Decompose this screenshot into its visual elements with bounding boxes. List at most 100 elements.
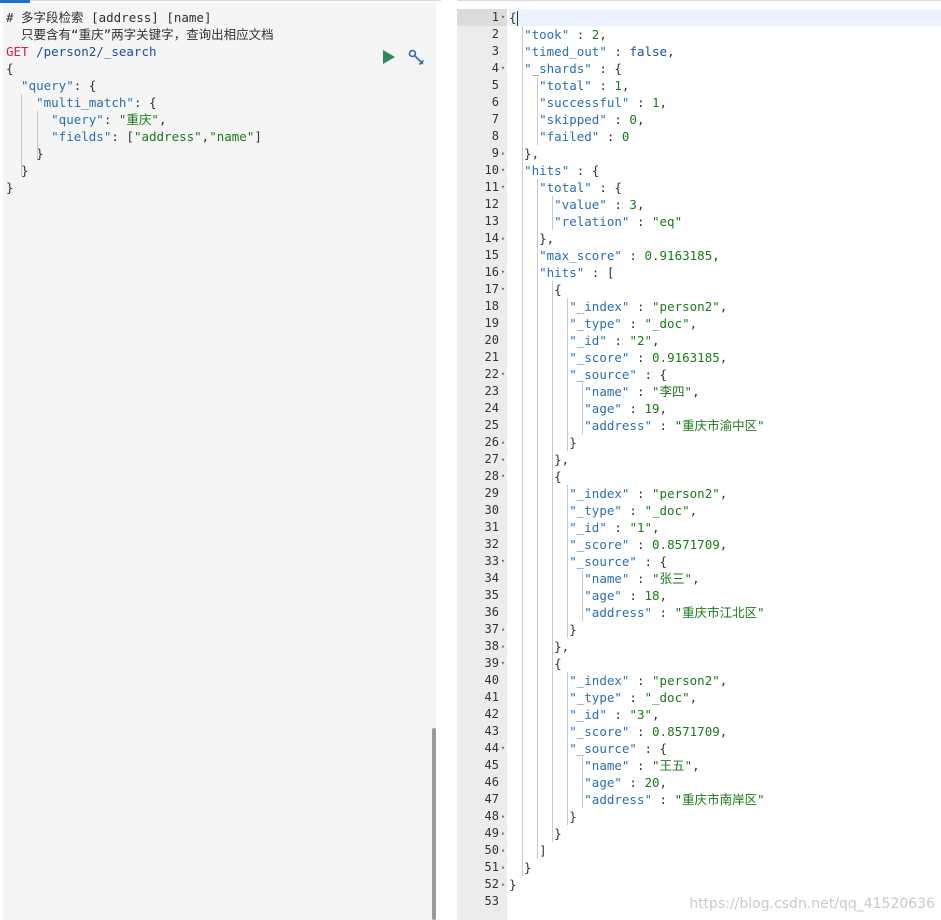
fold-expand-icon[interactable]: ▴ bbox=[500, 455, 506, 463]
pane-resizer[interactable] bbox=[441, 0, 457, 920]
run-button[interactable] bbox=[381, 49, 397, 65]
fold-expand-icon[interactable]: ▴ bbox=[500, 863, 506, 871]
json-punctuation bbox=[509, 129, 539, 144]
line-number-text: 41 bbox=[484, 690, 499, 704]
json-punctuation: , bbox=[692, 758, 700, 773]
fold-collapse-icon[interactable]: ▾ bbox=[500, 13, 506, 21]
text-cursor bbox=[516, 11, 518, 26]
line-number-text: 35 bbox=[484, 588, 499, 602]
line-number-text: 22 bbox=[484, 367, 499, 381]
json-boolean: false bbox=[629, 44, 668, 59]
fold-expand-icon[interactable]: ▴ bbox=[500, 149, 506, 157]
fold-collapse-icon[interactable]: ▾ bbox=[500, 370, 506, 378]
json-string: "重庆市渝中区" bbox=[674, 418, 765, 433]
json-key: "total" bbox=[539, 180, 592, 195]
line-number: 48▴ bbox=[457, 808, 507, 825]
request-code[interactable]: # 多字段检索 [address] [name] 只要含有“重庆”两字关键字，查… bbox=[6, 9, 274, 196]
json-number: 0 bbox=[629, 112, 637, 127]
json-punctuation: : bbox=[621, 401, 645, 416]
json-punctuation: } bbox=[509, 826, 562, 841]
line-number-text: 2 bbox=[491, 27, 499, 41]
fold-collapse-icon[interactable]: ▾ bbox=[500, 659, 506, 667]
line-number: 42 bbox=[457, 706, 507, 723]
response-line: "hits" : [ bbox=[509, 264, 941, 281]
response-line: } bbox=[509, 859, 941, 876]
json-punctuation: , bbox=[719, 350, 728, 365]
line-number: 21 bbox=[457, 349, 507, 366]
json-key: "fields" bbox=[6, 129, 112, 144]
fold-expand-icon[interactable]: ▴ bbox=[500, 625, 506, 633]
line-number: 15 bbox=[457, 247, 507, 264]
json-punctuation bbox=[509, 690, 569, 705]
json-key: "_index" bbox=[569, 299, 630, 314]
fold-expand-icon[interactable]: ▴ bbox=[500, 438, 506, 446]
line-number-text: 49 bbox=[484, 826, 499, 840]
fold-collapse-icon[interactable]: ▾ bbox=[500, 166, 506, 174]
request-settings-button[interactable] bbox=[407, 48, 425, 66]
line-number: 5 bbox=[457, 77, 507, 94]
json-punctuation: , bbox=[719, 299, 728, 314]
json-punctuation bbox=[509, 775, 584, 790]
json-punctuation: , bbox=[692, 571, 700, 586]
line-number-text: 47 bbox=[484, 792, 499, 806]
fold-collapse-icon[interactable]: ▾ bbox=[500, 744, 506, 752]
fold-expand-icon[interactable]: ▴ bbox=[500, 846, 506, 854]
fold-collapse-icon[interactable]: ▾ bbox=[500, 268, 506, 276]
response-code[interactable]: { "took" : 2, "timed_out" : false, "_sha… bbox=[509, 9, 941, 910]
indent-guide bbox=[537, 179, 539, 859]
fold-collapse-icon[interactable]: ▾ bbox=[500, 64, 506, 72]
fold-expand-icon[interactable]: ▴ bbox=[500, 829, 506, 837]
json-punctuation: , bbox=[667, 44, 675, 59]
json-punctuation bbox=[509, 265, 539, 280]
response-line: { bbox=[509, 281, 941, 298]
fold-expand-icon[interactable]: ▴ bbox=[500, 812, 506, 820]
json-punctuation: : bbox=[606, 333, 630, 348]
fold-collapse-icon[interactable]: ▾ bbox=[500, 285, 506, 293]
indent-guide bbox=[537, 77, 539, 145]
json-punctuation: : bbox=[629, 384, 652, 399]
json-key: "age" bbox=[584, 588, 622, 603]
line-number-text: 7 bbox=[491, 112, 499, 126]
response-line: "_index" : "person2", bbox=[509, 298, 941, 315]
json-punctuation: : bbox=[629, 350, 653, 365]
request-scrollbar[interactable] bbox=[432, 728, 436, 920]
fold-expand-icon[interactable]: ▴ bbox=[500, 234, 506, 242]
response-line: "name" : "张三", bbox=[509, 570, 941, 587]
fold-expand-icon[interactable]: ▴ bbox=[500, 880, 506, 888]
request-editor[interactable]: # 多字段检索 [address] [name] 只要含有“重庆”两字关键字，查… bbox=[3, 3, 436, 920]
json-punctuation: , bbox=[719, 673, 728, 688]
response-line: "_score" : 0.8571709, bbox=[509, 536, 941, 553]
fold-collapse-icon[interactable]: ▾ bbox=[500, 183, 506, 191]
json-punctuation: : bbox=[621, 503, 645, 518]
json-punctuation: : { bbox=[569, 163, 600, 178]
json-string: "李四" bbox=[652, 384, 693, 399]
json-punctuation: ] bbox=[254, 129, 262, 144]
json-key: "_score" bbox=[569, 350, 630, 365]
json-number: 19 bbox=[644, 401, 660, 416]
json-punctuation: : [ bbox=[584, 265, 615, 280]
json-punctuation: , bbox=[201, 129, 210, 144]
fold-collapse-icon[interactable]: ▾ bbox=[500, 557, 506, 565]
json-punctuation: : { bbox=[591, 61, 622, 76]
request-body-line: "query": { bbox=[6, 77, 274, 94]
json-key: "_type" bbox=[569, 316, 622, 331]
request-path: /person2/_search bbox=[28, 44, 157, 59]
response-line: }, bbox=[509, 230, 941, 247]
line-number: 38▴ bbox=[457, 638, 507, 655]
json-punctuation bbox=[509, 248, 539, 263]
response-line: "_source" : { bbox=[509, 366, 941, 383]
json-punctuation: : { bbox=[636, 554, 668, 569]
json-string: "name" bbox=[209, 129, 255, 144]
line-number: 10▾ bbox=[457, 162, 507, 179]
line-number: 32 bbox=[457, 536, 507, 553]
request-actions bbox=[381, 48, 425, 66]
line-number-text: 15 bbox=[484, 248, 499, 262]
fold-expand-icon[interactable]: ▴ bbox=[500, 642, 506, 650]
line-number: 2 bbox=[457, 26, 507, 43]
response-line: "total" : 1, bbox=[509, 77, 941, 94]
line-number: 22▾ bbox=[457, 366, 507, 383]
fold-collapse-icon[interactable]: ▾ bbox=[500, 472, 506, 480]
json-punctuation bbox=[509, 588, 584, 603]
line-number: 31 bbox=[457, 519, 507, 536]
